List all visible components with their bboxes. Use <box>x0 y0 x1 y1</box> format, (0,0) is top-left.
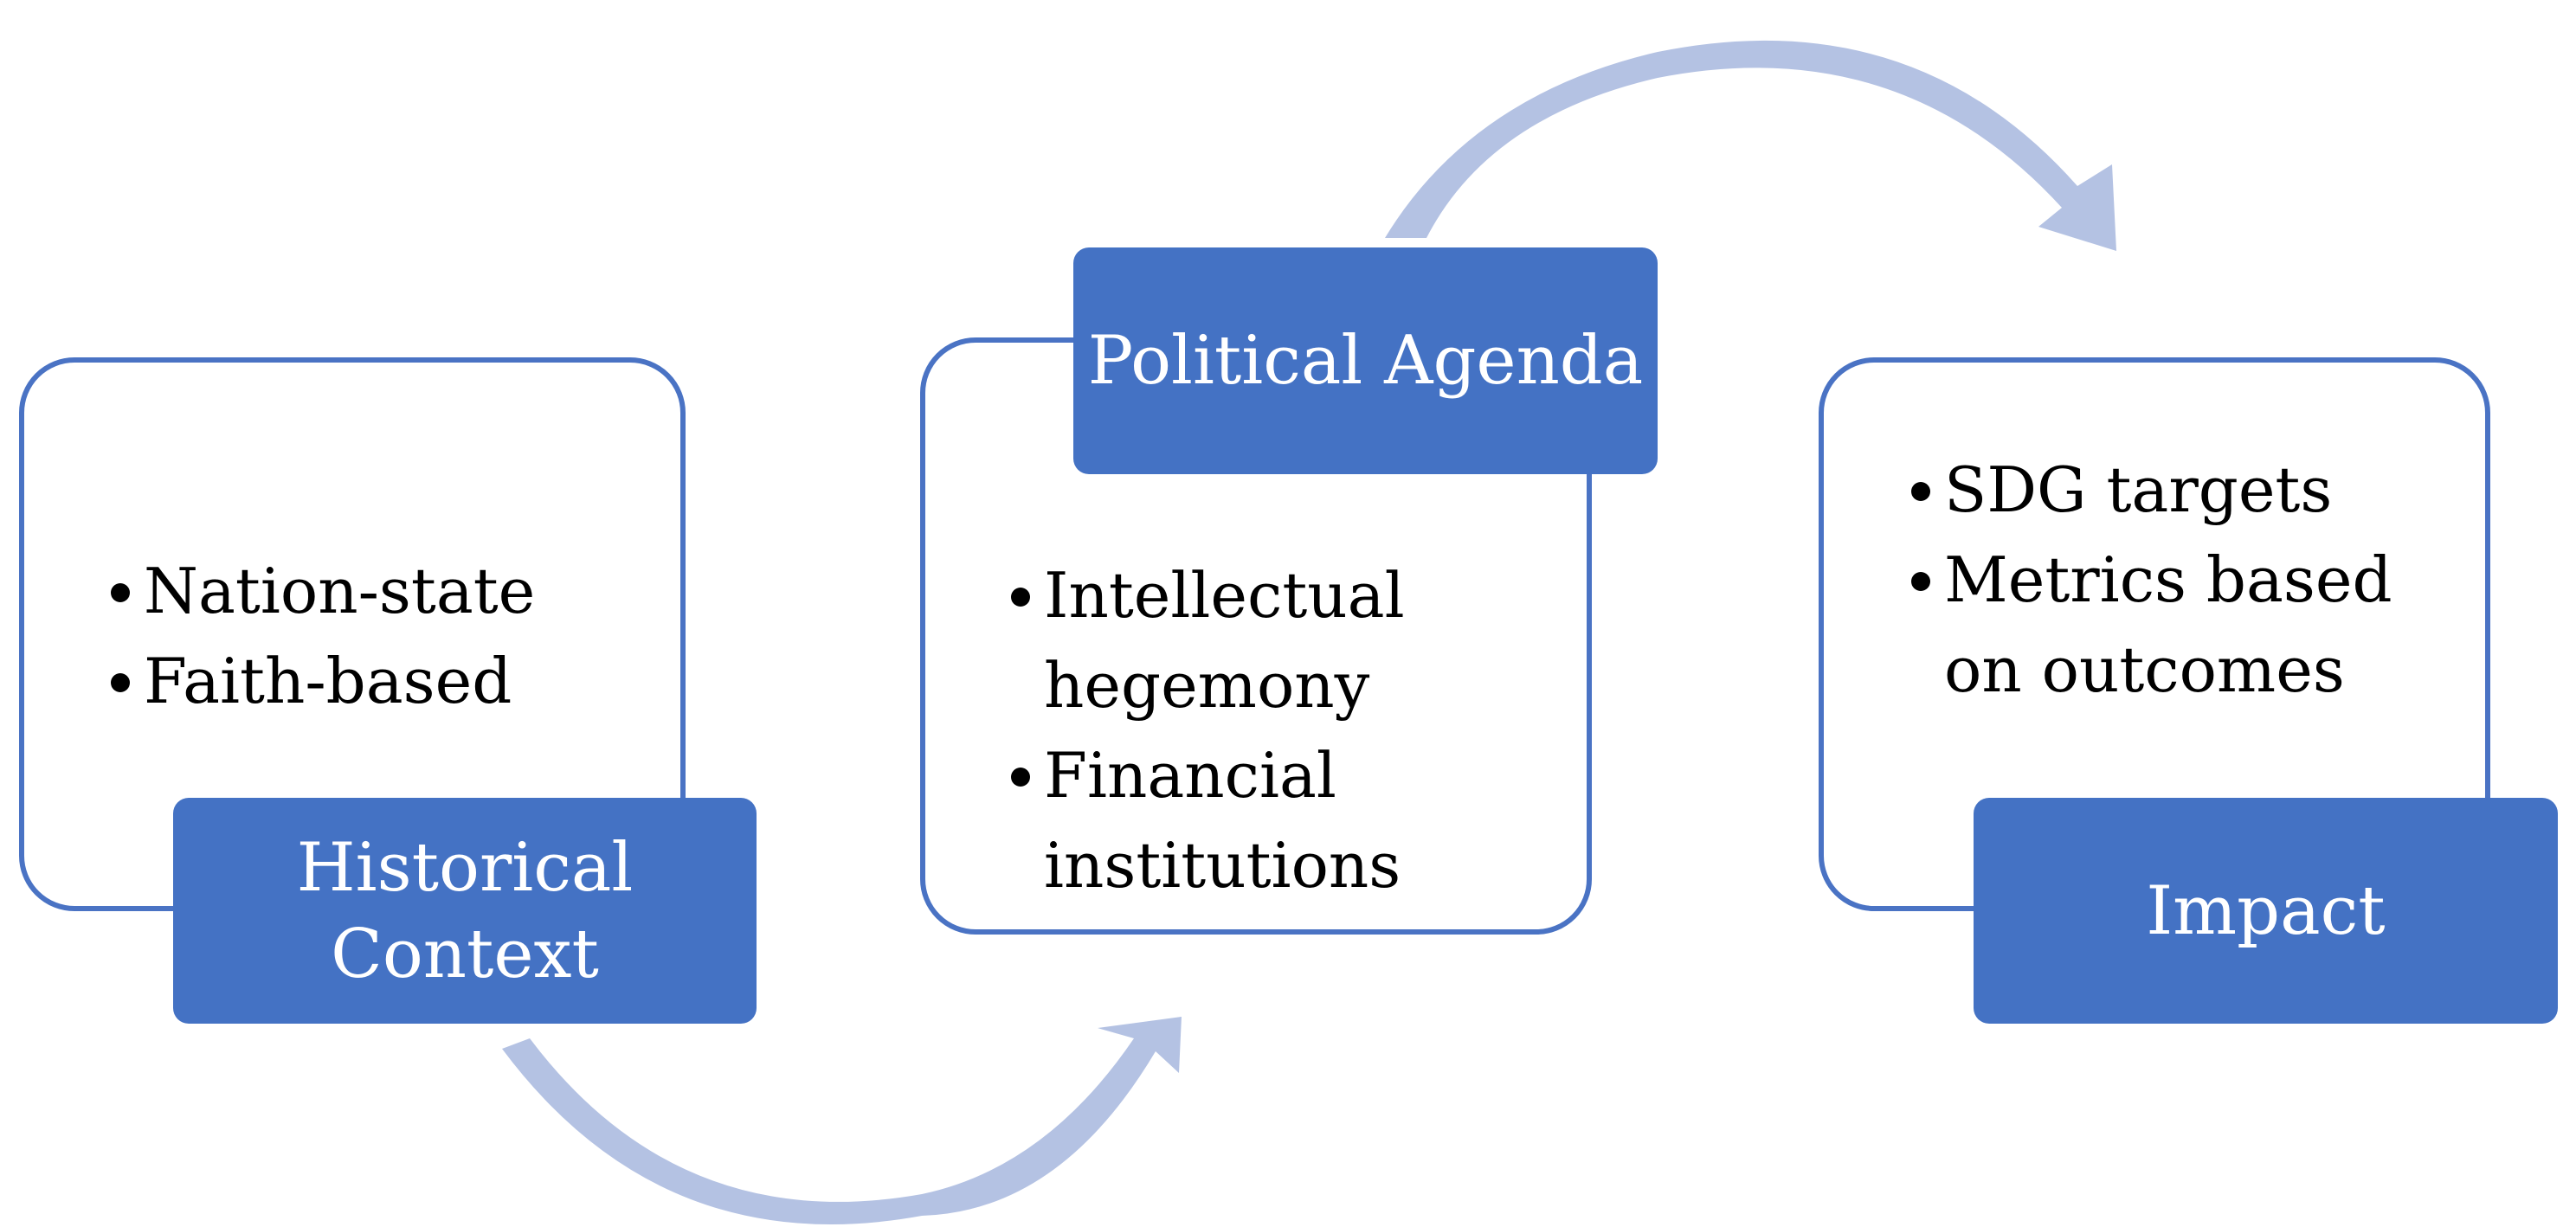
label-line: Historical <box>296 828 634 907</box>
bullet-line: SDG targets <box>1944 453 2333 526</box>
bullet-item: Intellectual hegemony <box>1008 550 1405 730</box>
arrow-political-to-impact <box>1385 40 2116 252</box>
bullet-item: Metrics based on outcomes <box>1908 535 2392 715</box>
political-agenda-label: Political Agenda <box>1073 247 1658 474</box>
bullet-item: Nation-state <box>107 546 535 636</box>
historical-context-label: Historical Context <box>173 798 757 1024</box>
label-line: Context <box>331 915 599 993</box>
bullet-line: hegemony <box>1044 649 1370 722</box>
bullet-line: Financial <box>1044 739 1336 812</box>
label-line: Political Agenda <box>1087 322 1644 400</box>
historical-context-bullets: Nation-state Faith-based <box>107 546 535 726</box>
bullet-line: Nation-state <box>144 555 536 627</box>
arrow-historical-to-political <box>502 1017 1182 1224</box>
impact-bullets: SDG targets Metrics based on outcomes <box>1908 445 2392 715</box>
bullet-line: institutions <box>1044 829 1401 902</box>
bullet-line: Intellectual <box>1044 559 1405 632</box>
bullet-item: SDG targets <box>1908 445 2392 535</box>
political-agenda-bullets: Intellectual hegemony Financial institut… <box>1008 550 1405 910</box>
impact-label: Impact <box>1974 798 2558 1024</box>
bullet-item: Faith-based <box>107 636 535 726</box>
bullet-line: Faith-based <box>144 645 512 717</box>
label-line: Impact <box>2146 871 2386 950</box>
bullet-item: Financial institutions <box>1008 730 1405 910</box>
bullet-line: on outcomes <box>1944 633 2345 706</box>
bullet-line: Metrics based <box>1944 543 2392 616</box>
